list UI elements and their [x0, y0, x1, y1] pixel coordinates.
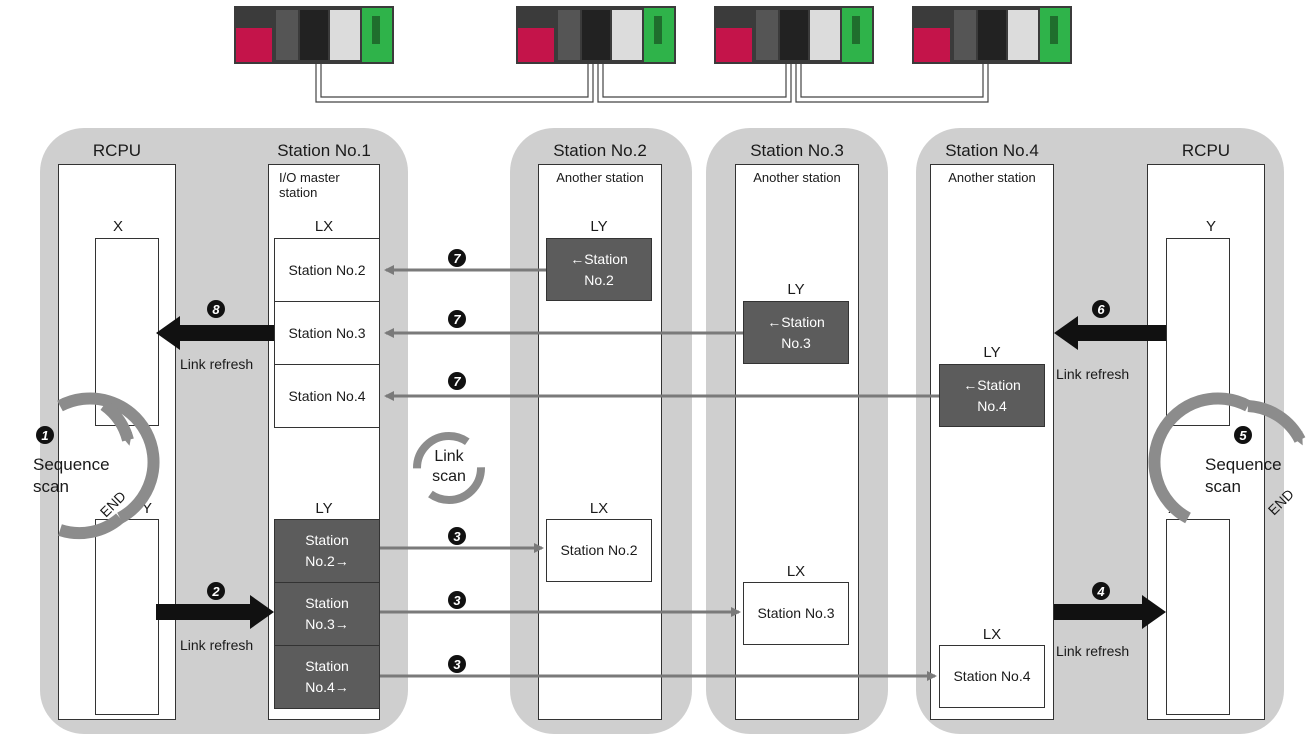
- sequence-scan-text-master: Sequence scan: [33, 455, 110, 496]
- station3-title: Station No.3: [750, 141, 844, 160]
- step-6-badge: 6: [1092, 300, 1110, 318]
- station3-lx-cell: Station No.3: [743, 582, 849, 645]
- arrow-step4-link-refresh: [1054, 595, 1166, 629]
- station2-ly-label: LY: [590, 218, 608, 235]
- station2-lx-cell: Station No.2: [546, 519, 652, 582]
- station1-ly-cell-3: Station No.3→: [274, 582, 380, 646]
- station1-title: Station No.1: [277, 141, 371, 160]
- step-5-badge: 5: [1234, 426, 1252, 444]
- station4-role: Another station: [948, 170, 1036, 185]
- link-refresh-label-6: Link refresh: [1056, 366, 1130, 382]
- sequence-scan-text-station4: Sequence scan: [1205, 455, 1282, 496]
- arrow-step6-link-refresh: [1054, 316, 1166, 350]
- link-scan-cycle: [413, 432, 485, 504]
- plc-unit-4: [912, 6, 1072, 64]
- step-7-badge-b: 7: [448, 310, 466, 328]
- network-cable: [315, 60, 989, 103]
- station4-lx-cell: Station No.4: [939, 645, 1045, 708]
- step-7-badge-a: 7: [448, 249, 466, 267]
- sequence-scan-cycle-station4: [1148, 392, 1306, 524]
- station2-ly-cell: ←Station No.2: [546, 238, 652, 301]
- sequence-scan-cycle-master: [57, 392, 160, 540]
- station3-role: Another station: [753, 170, 841, 185]
- step-3-badge-a: 3: [448, 527, 466, 545]
- station3-lx-label: LX: [786, 563, 806, 580]
- station4-ly-label: LY: [983, 344, 1001, 361]
- rcpu-master-title: RCPU: [92, 141, 142, 160]
- link-refresh-label-8: Link refresh: [180, 356, 254, 372]
- station4-lx-label: LX: [982, 626, 1002, 643]
- step-3-badge-b: 3: [448, 591, 466, 609]
- arrow-step2-link-refresh: [156, 595, 274, 629]
- step-4-badge: 4: [1092, 582, 1110, 600]
- station4-ly-cell: ←Station No.4: [939, 364, 1045, 427]
- plc-unit-3: [714, 6, 874, 64]
- station1-lx-cell-2: Station No.2: [274, 238, 380, 302]
- station1-ly-label: LY: [315, 500, 333, 517]
- plc-unit-2: [516, 6, 676, 64]
- station2-role: Another station: [556, 170, 644, 185]
- step-2-badge: 2: [207, 582, 225, 600]
- station3-ly-label: LY: [787, 281, 805, 298]
- station2-lx-label: LX: [589, 500, 609, 517]
- link-refresh-label-2: Link refresh: [180, 637, 254, 653]
- plc-unit-1: [234, 6, 394, 64]
- station1-ly-cell-2: Station No.2→: [274, 519, 380, 583]
- step-8-badge: 8: [207, 300, 225, 318]
- step-7-badge-c: 7: [448, 372, 466, 390]
- station4-column: [930, 164, 1054, 720]
- rcpu4-x-device: [1166, 519, 1230, 715]
- station1-ly-cell-4: Station No.4→: [274, 645, 380, 709]
- station1-role: I/O master station: [279, 170, 340, 200]
- step-3-badge-c: 3: [448, 655, 466, 673]
- station4-title: Station No.4: [945, 141, 1039, 160]
- station1-lx-cell-3: Station No.3: [274, 301, 380, 365]
- master-x-label: X: [112, 218, 123, 235]
- rcpu4-y-label: Y: [1205, 218, 1216, 235]
- arrow-step8-link-refresh: [156, 316, 274, 350]
- link-refresh-label-4: Link refresh: [1056, 643, 1130, 659]
- link-scan-text: Link scan: [432, 448, 466, 485]
- station1-lx-label: LX: [314, 218, 334, 235]
- rcpu-station4-title: RCPU: [1181, 141, 1231, 160]
- station3-ly-cell: ←Station No.3: [743, 301, 849, 364]
- station2-title: Station No.2: [553, 141, 647, 160]
- step-1-badge: 1: [36, 426, 54, 444]
- master-y-label: Y: [141, 500, 152, 517]
- station1-lx-cell-4: Station No.4: [274, 364, 380, 428]
